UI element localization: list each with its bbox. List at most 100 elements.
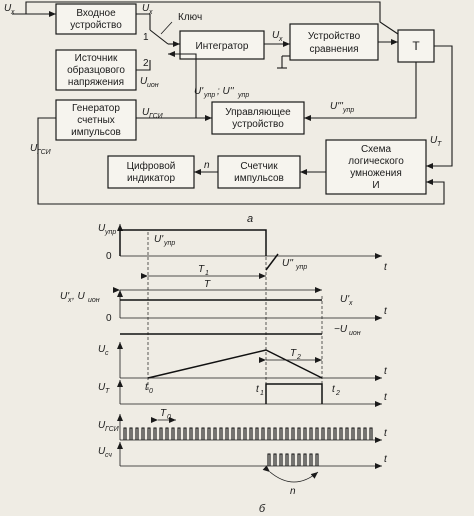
axis-t-1: t bbox=[384, 262, 388, 273]
timing-row-u-gsi: U ГСИ T 0 t bbox=[98, 408, 388, 443]
gsi-pulse bbox=[195, 427, 199, 440]
gsi-pulse bbox=[135, 427, 139, 440]
label-u-gsi-2-sub: ГСИ bbox=[37, 149, 52, 156]
pulse-u-upr-1-sub: упр bbox=[163, 240, 175, 247]
timing-row-u-c: U c T 2 t bbox=[98, 342, 388, 381]
gsi-pulse bbox=[321, 427, 325, 440]
gsi-pulse bbox=[147, 427, 151, 440]
label-u-ctrl-2: ; U'' bbox=[217, 86, 235, 97]
gsi-pulse bbox=[267, 427, 271, 440]
block-reference-source-line-2: образцового bbox=[67, 64, 125, 76]
axis-u-x: U' bbox=[60, 291, 70, 302]
block-comparator-line-1: Устройство bbox=[308, 31, 361, 42]
gsi-pulse bbox=[219, 427, 223, 440]
caption-a: а bbox=[247, 213, 253, 225]
gsi-pulse bbox=[297, 427, 301, 440]
counted-pulse bbox=[285, 453, 289, 466]
axis-u-c-sub: c bbox=[105, 350, 109, 357]
block-pulse-counter-line-2: импульсов bbox=[234, 173, 284, 184]
gsi-pulse bbox=[255, 427, 259, 440]
counted-pulse bbox=[303, 453, 307, 466]
gsi-pulse bbox=[285, 427, 289, 440]
gsi-pulse bbox=[303, 427, 307, 440]
block-logic-and-line-1: Схема bbox=[361, 144, 392, 155]
pulse-u-upr-2: U'' bbox=[282, 258, 294, 269]
gsi-pulse bbox=[351, 427, 355, 440]
gsi-pulse bbox=[273, 427, 277, 440]
block-digital-indicator: Цифровой индикатор bbox=[107, 155, 195, 189]
axis-t-5: t bbox=[384, 428, 388, 439]
gsi-pulse bbox=[243, 427, 247, 440]
timing-row-u-sch: U сч t n bbox=[98, 442, 388, 497]
gsi-pulse bbox=[261, 427, 265, 440]
block-control-device-line-1: Управляющее bbox=[225, 107, 291, 118]
block-digital-indicator-line-2: индикатор bbox=[127, 173, 175, 184]
level-u-x-sub: x bbox=[348, 300, 353, 307]
label-contact-1: 1 bbox=[143, 32, 149, 43]
time-t2-sub: 2 bbox=[335, 390, 340, 397]
label-u-ctrl-3-sub: упр bbox=[342, 107, 354, 114]
block-logic-and-line-4: И bbox=[372, 180, 379, 191]
span-t: T bbox=[204, 279, 211, 290]
gsi-pulse bbox=[315, 427, 319, 440]
timing-row-u-upr: U упр 0 U' упр U'' упр T 1 T t bbox=[98, 223, 388, 293]
pulse-count-n: n bbox=[290, 486, 296, 497]
axis-u-sch-sub: сч bbox=[105, 452, 112, 459]
label-u-in-sub: x bbox=[10, 9, 15, 16]
gsi-pulse bbox=[357, 427, 361, 440]
label-u-in: U bbox=[4, 3, 12, 14]
span-t0: T bbox=[160, 408, 167, 419]
gsi-pulse bbox=[369, 427, 373, 440]
block-control-device: Управляющее устройство bbox=[211, 101, 305, 135]
axis-u-c: U bbox=[98, 344, 106, 355]
gsi-pulse-train bbox=[123, 427, 373, 440]
axis-u-gsi: U bbox=[98, 420, 106, 431]
gsi-pulse bbox=[363, 427, 367, 440]
block-diagram: Входное устройство Источник образцового … bbox=[4, 1, 453, 225]
label-u-t: U bbox=[430, 135, 438, 146]
axis-u-x-zero: 0 bbox=[106, 313, 112, 324]
block-trigger-label: Т bbox=[412, 39, 420, 53]
gsi-pulse bbox=[177, 427, 181, 440]
level-neg-u-ion: −U bbox=[334, 324, 348, 335]
block-integrator: Интегратор bbox=[179, 30, 265, 60]
counted-pulse bbox=[309, 453, 313, 466]
time-t0: t bbox=[145, 382, 149, 393]
axis-u-t-sub: T bbox=[105, 388, 110, 395]
label-u-ctrl-2-sub: упр bbox=[237, 92, 249, 99]
label-u-t-sub: Т bbox=[437, 141, 442, 148]
counted-pulse bbox=[297, 453, 301, 466]
block-integrator-label: Интегратор bbox=[196, 41, 249, 52]
axis-u-t: U bbox=[98, 382, 106, 393]
block-pulse-generator-line-1: Генератор bbox=[72, 103, 120, 114]
counted-pulse bbox=[291, 453, 295, 466]
counted-pulse bbox=[315, 453, 319, 466]
block-input-device: Входное устройство bbox=[55, 3, 137, 35]
gsi-pulse bbox=[207, 427, 211, 440]
axis-t-6: t bbox=[384, 454, 388, 465]
label-u-x: U bbox=[142, 3, 150, 14]
gsi-pulse bbox=[159, 427, 163, 440]
block-reference-source: Источник образцового напряжения bbox=[55, 49, 137, 91]
axis-t-4: t bbox=[384, 392, 388, 403]
axis-t-3: t bbox=[384, 366, 388, 377]
block-comparator: Устройство сравнения bbox=[289, 23, 379, 61]
gsi-pulse bbox=[231, 427, 235, 440]
label-u-ref: U bbox=[140, 76, 148, 87]
level-u-x: U' bbox=[340, 294, 350, 305]
span-t2: T bbox=[290, 348, 297, 359]
span-t2-sub: 2 bbox=[296, 354, 301, 361]
timing-diagrams: U упр 0 U' упр U'' упр T 1 T t U' x , U … bbox=[60, 223, 388, 515]
block-trigger: Т bbox=[397, 29, 435, 63]
gsi-pulse bbox=[171, 427, 175, 440]
time-t0-sub: 0 bbox=[149, 388, 153, 395]
gsi-pulse bbox=[237, 427, 241, 440]
timing-row-u-t: U T t 0 t 1 t 2 t bbox=[98, 380, 388, 407]
gsi-pulse bbox=[339, 427, 343, 440]
label-u-ref-sub: ион bbox=[147, 82, 159, 89]
label-u-x-sub: x bbox=[148, 9, 153, 16]
axis-u-upr-zero: 0 bbox=[106, 251, 112, 262]
gsi-pulse bbox=[189, 427, 193, 440]
gsi-pulse bbox=[249, 427, 253, 440]
